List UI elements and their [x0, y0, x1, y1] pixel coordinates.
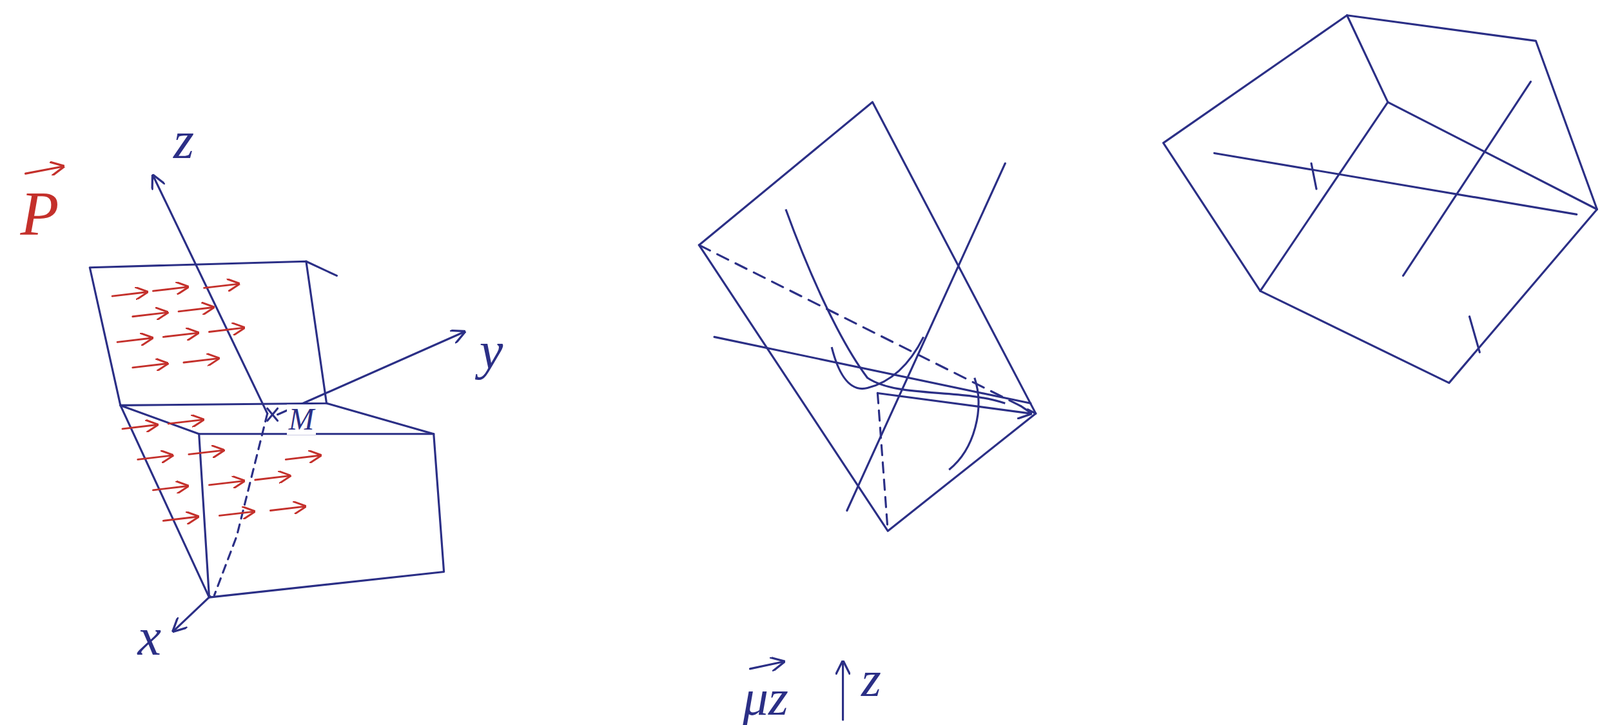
pressure-arrow — [178, 306, 214, 311]
pressure-arrow — [209, 327, 245, 332]
prism-edge — [1347, 15, 1598, 210]
pressure-arrow — [204, 283, 240, 288]
point-mark — [267, 408, 278, 421]
pressure-arrow — [163, 516, 198, 521]
pressure-arrow — [152, 486, 188, 490]
pressure-arrow — [285, 455, 321, 459]
sketch-curve — [948, 377, 979, 470]
y-axis — [277, 331, 465, 414]
vector-arrow — [877, 392, 1031, 414]
sketch-line — [714, 336, 1031, 403]
box-edge — [214, 413, 267, 596]
axis-label: x — [136, 610, 164, 664]
tilted-square — [698, 101, 1036, 531]
sketch-line — [1311, 163, 1317, 189]
x-axis — [173, 595, 211, 631]
axis-label: z — [171, 114, 196, 167]
pressure-arrow — [209, 480, 245, 485]
box-edge — [120, 404, 210, 597]
prism-edge — [1260, 101, 1388, 291]
prism-outline — [1163, 15, 1598, 383]
vector-arrow — [750, 661, 784, 669]
sketch-curve — [831, 336, 924, 389]
pressure-arrow — [132, 363, 168, 368]
pressure-arrow — [168, 419, 204, 424]
box-front-face — [199, 433, 445, 597]
pressure-arrow — [163, 332, 198, 337]
sketch-line — [1214, 152, 1577, 215]
sketch-curve — [785, 209, 1005, 404]
box-edge — [326, 402, 434, 434]
pressure-arrow — [183, 358, 219, 363]
box-top-face — [89, 261, 327, 405]
pressure-arrow — [137, 455, 173, 459]
pressure-arrow — [112, 292, 147, 296]
axis-arrow — [841, 661, 844, 720]
dashed-diagonal — [698, 244, 1036, 414]
axis-label: y — [477, 324, 506, 378]
box-edge — [120, 404, 200, 434]
vector-arrow — [25, 166, 64, 174]
pressure-arrow — [152, 286, 188, 291]
sketch-line — [1469, 316, 1481, 352]
vector-label: P — [18, 181, 61, 245]
pressure-arrow — [132, 312, 168, 316]
z-axis — [152, 175, 267, 414]
box-edge — [306, 261, 337, 276]
point-label: M — [286, 404, 317, 435]
sketch-line — [847, 163, 1005, 510]
pressure-arrow — [255, 475, 291, 480]
pressure-arrow — [122, 424, 158, 429]
vector-label: μz — [740, 671, 791, 723]
axis-label: z — [859, 653, 884, 704]
point-mark — [267, 408, 278, 421]
sketch-line — [1403, 81, 1532, 276]
dashed-vertical — [877, 392, 888, 531]
pressure-arrow — [117, 337, 153, 342]
pressure-arrow — [188, 449, 224, 454]
pressure-arrow — [270, 506, 305, 510]
pressure-arrow — [219, 511, 254, 516]
